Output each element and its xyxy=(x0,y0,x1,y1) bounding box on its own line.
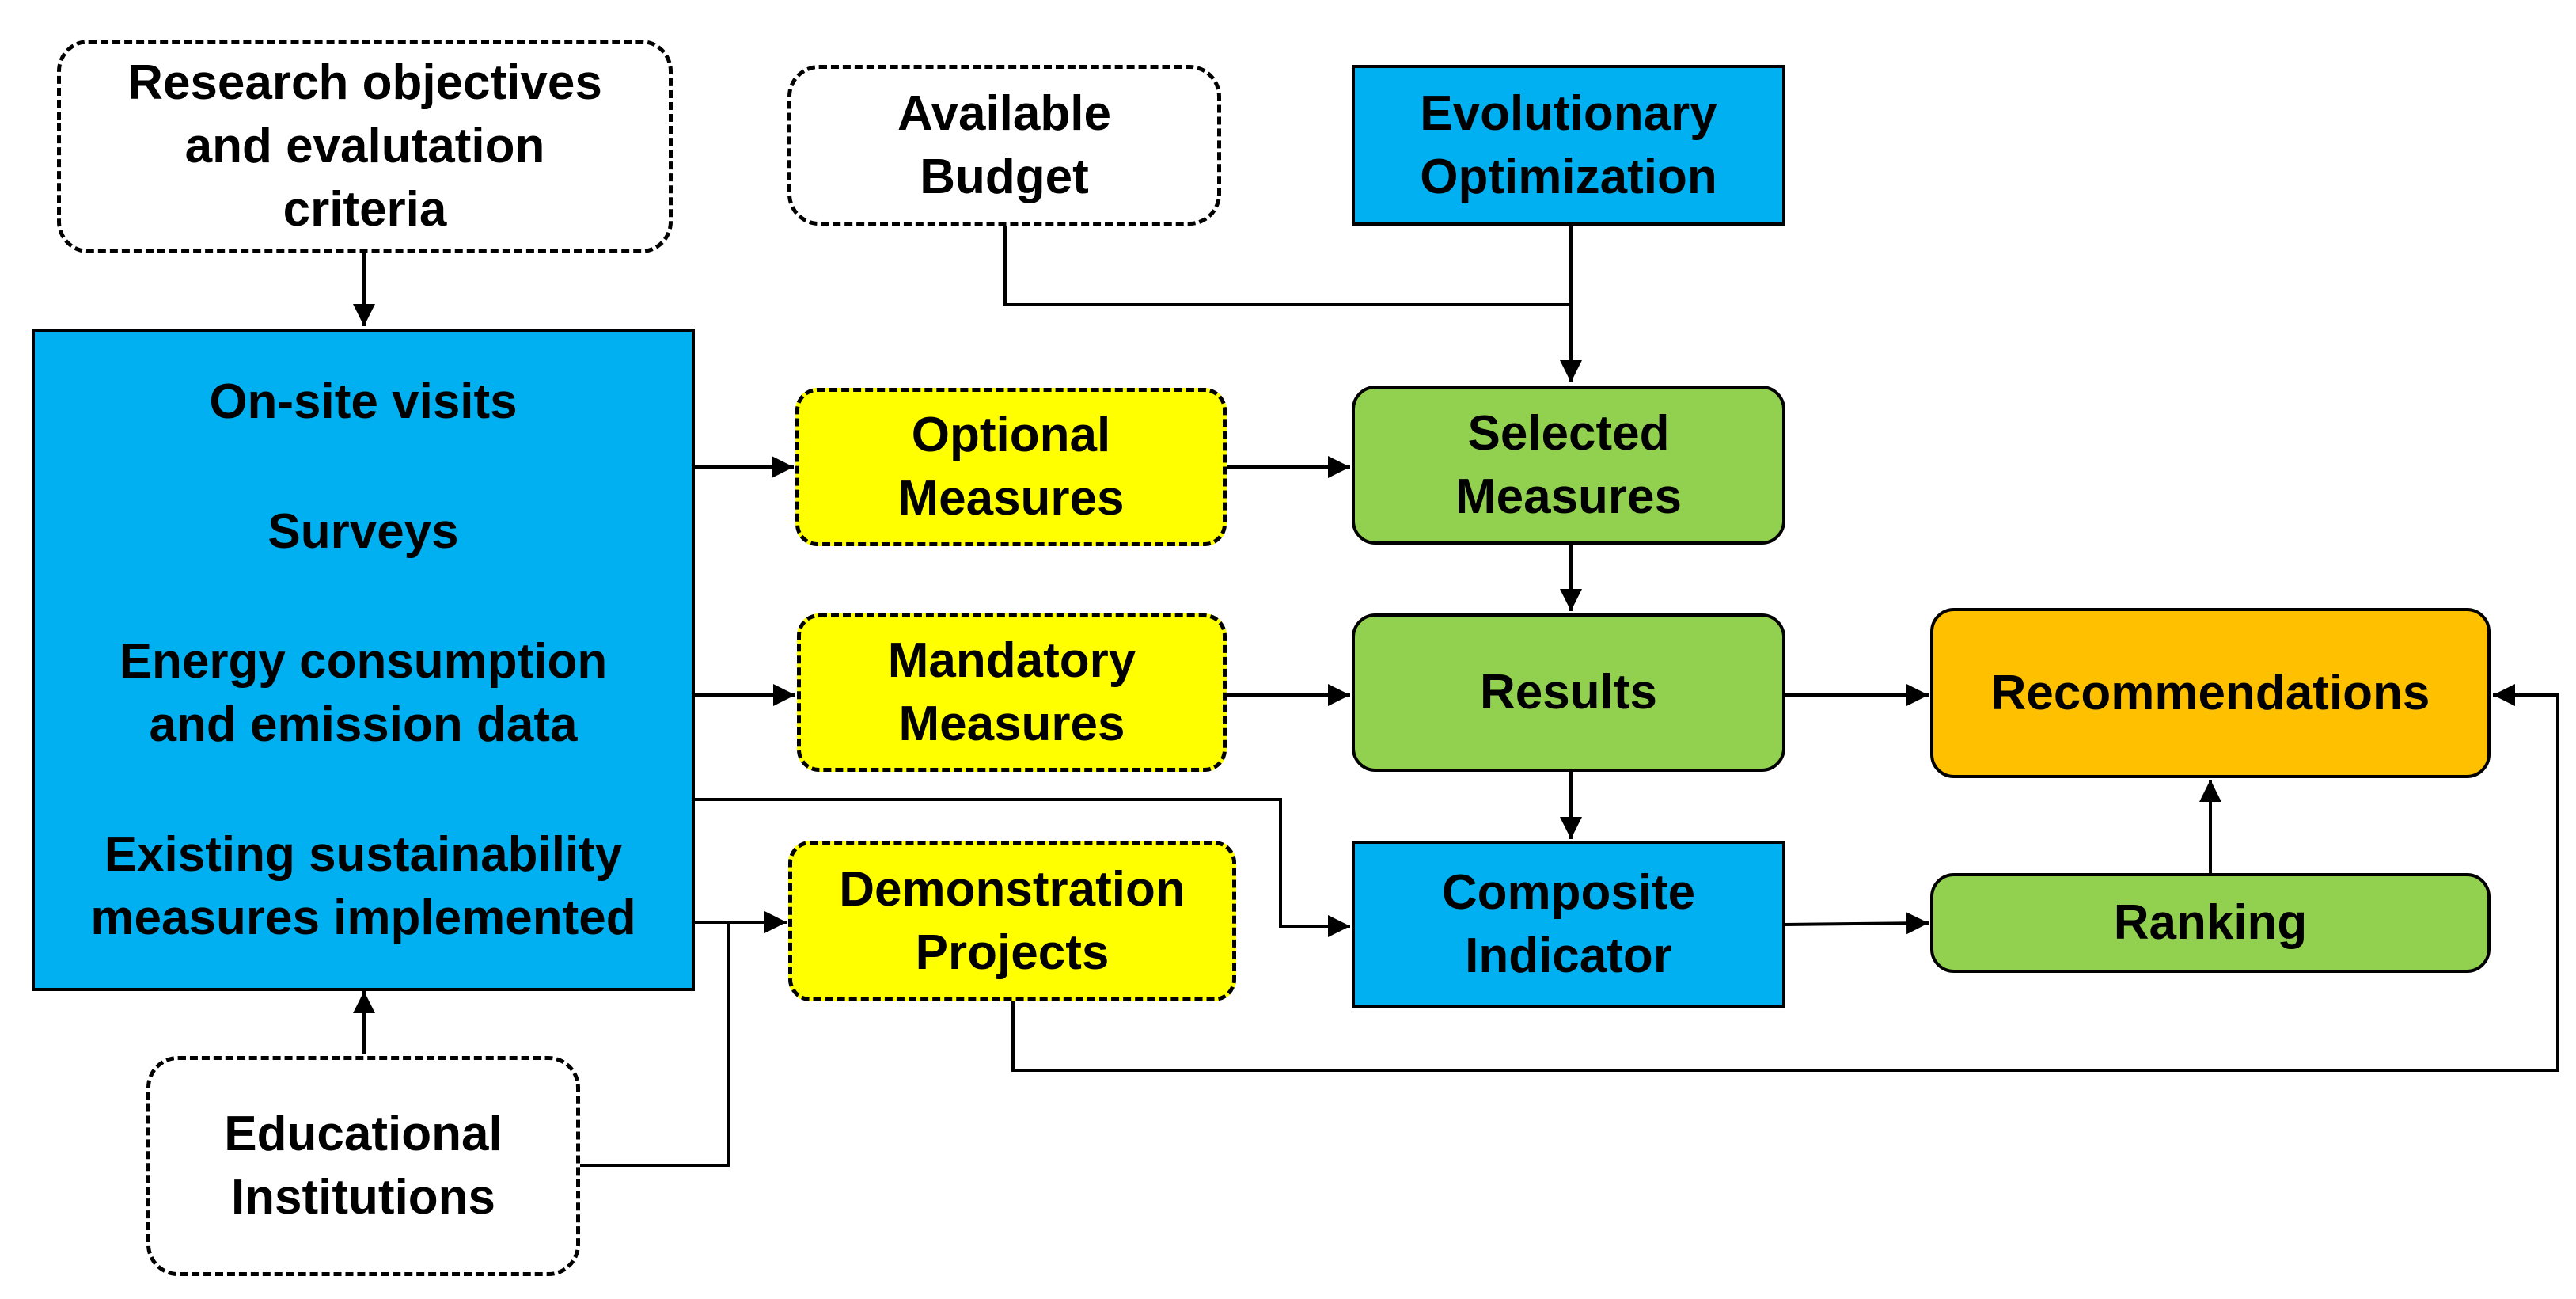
arrow-demonstration-to-recommendations xyxy=(1011,684,2559,1072)
arrow-budget-to-selected xyxy=(1003,226,1571,306)
selected-measures-line-1: Selected xyxy=(1467,405,1670,461)
mandatory-measures-line-2: Measures xyxy=(898,697,1125,751)
data-item-onsite-visits: On-site visits xyxy=(209,374,518,429)
data-item-surveys: Surveys xyxy=(267,503,459,559)
demonstration-projects-box: Demonstration Projects xyxy=(788,841,1236,1001)
recommendations-label: Recommendations xyxy=(1990,665,2430,720)
mandatory-measures-box: Mandatory Measures xyxy=(797,613,1227,772)
research-objectives-line-3: criteria xyxy=(283,182,447,237)
composite-indicator-line-1: Composite xyxy=(1441,865,1696,920)
evolutionary-optimization-line-1: Evolutionary xyxy=(1420,85,1717,141)
data-item-energy-line-1: Energy consumption xyxy=(119,633,608,689)
educational-institutions-line-2: Institutions xyxy=(230,1170,496,1225)
data-item-existing-line-2: measures implemented xyxy=(90,890,636,945)
composite-indicator-line-2: Indicator xyxy=(1465,929,1672,983)
optional-measures-line-2: Measures xyxy=(897,471,1125,526)
data-item-energy-line-2: and emission data xyxy=(149,697,578,752)
selected-measures-line-2: Measures xyxy=(1455,469,1683,524)
optional-measures-box: Optional Measures xyxy=(795,388,1227,546)
arrow-data-to-composite xyxy=(693,798,1350,937)
research-objectives-line-1: Research objectives xyxy=(127,55,602,110)
selected-measures-box: Selected Measures xyxy=(1352,386,1785,545)
ranking-box: Ranking xyxy=(1930,873,2491,973)
demonstration-projects-line-1: Demonstration xyxy=(839,861,1186,917)
educational-institutions-box: Educational Institutions xyxy=(146,1056,580,1276)
optional-measures-line-1: Optional xyxy=(911,408,1111,462)
arrow-composite-to-ranking xyxy=(1784,912,1929,935)
research-objectives-box: Research objectives and evalutation crit… xyxy=(57,40,673,253)
composite-indicator-box: Composite Indicator xyxy=(1352,841,1785,1008)
results-label: Results xyxy=(1480,665,1657,720)
evolutionary-optimization-box: Evolutionary Optimization xyxy=(1352,65,1785,226)
available-budget-box: Available Budget xyxy=(787,65,1221,226)
mandatory-measures-line-1: Mandatory xyxy=(887,633,1136,688)
evolutionary-optimization-line-2: Optimization xyxy=(1420,149,1717,204)
data-item-existing-line-1: Existing sustainability xyxy=(104,826,623,882)
demonstration-projects-line-2: Projects xyxy=(915,925,1110,980)
educational-institutions-line-1: Educational xyxy=(224,1107,503,1161)
data-sources-box: On-site visits Surveys Energy consumptio… xyxy=(32,329,695,991)
available-budget-line-1: Available xyxy=(897,85,1111,141)
available-budget-line-2: Budget xyxy=(920,149,1089,204)
recommendations-box: Recommendations xyxy=(1930,608,2491,778)
results-box: Results xyxy=(1352,613,1785,772)
research-objectives-line-2: and evalutation xyxy=(184,119,545,173)
ranking-label: Ranking xyxy=(2113,895,2308,950)
arrow-educational-to-demonstration xyxy=(580,922,730,1167)
